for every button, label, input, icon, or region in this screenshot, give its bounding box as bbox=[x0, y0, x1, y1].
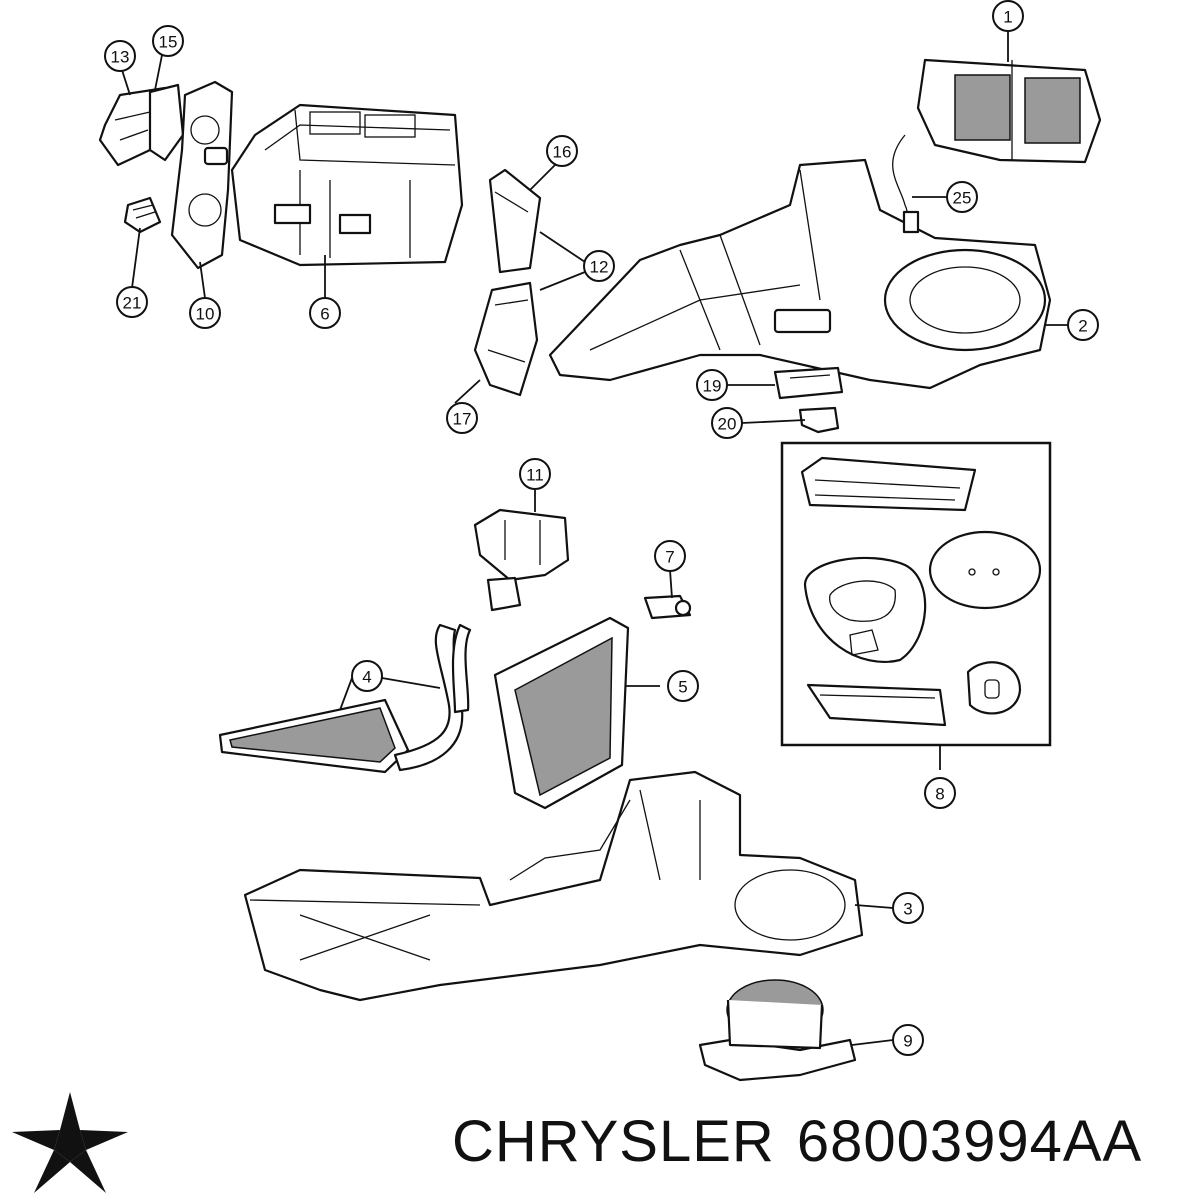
duct-part-16 bbox=[488, 168, 542, 274]
callout-6: 6 bbox=[309, 297, 341, 329]
svg-text:3: 3 bbox=[903, 900, 912, 919]
svg-text:2: 2 bbox=[1078, 317, 1087, 336]
rear-hvac-housing-part-2 bbox=[548, 158, 1052, 390]
callout-21: 21 bbox=[116, 286, 148, 318]
heater-core-part-4 bbox=[218, 623, 472, 774]
leader-lines bbox=[121, 30, 1068, 1046]
actuator-part-11 bbox=[473, 508, 570, 612]
svg-text:12: 12 bbox=[590, 258, 609, 277]
svg-text:9: 9 bbox=[903, 1032, 912, 1051]
svg-text:25: 25 bbox=[953, 189, 972, 208]
svg-text:13: 13 bbox=[111, 48, 130, 67]
svg-text:19: 19 bbox=[703, 377, 722, 396]
callout-10: 10 bbox=[189, 297, 221, 329]
resistor-part-19 bbox=[773, 366, 844, 400]
evaporator-part-5 bbox=[493, 616, 630, 810]
callout-15: 15 bbox=[152, 25, 184, 57]
callout-1: 1 bbox=[992, 0, 1024, 32]
bracket-part-15 bbox=[148, 83, 185, 162]
svg-text:4: 4 bbox=[362, 668, 371, 687]
hvac-housing-part-6 bbox=[230, 103, 464, 267]
callout-13: 13 bbox=[104, 40, 136, 72]
svg-text:10: 10 bbox=[196, 305, 215, 324]
actuator-plate-part-10 bbox=[170, 80, 234, 270]
callout-7: 7 bbox=[654, 540, 686, 572]
callout-19: 19 bbox=[696, 369, 728, 401]
connector-part-20 bbox=[798, 406, 840, 434]
callout-17: 17 bbox=[446, 402, 478, 434]
svg-text:20: 20 bbox=[718, 415, 737, 434]
callout-4: 4 bbox=[351, 660, 383, 692]
svg-text:5: 5 bbox=[678, 678, 687, 697]
callout-5: 5 bbox=[667, 670, 699, 702]
blower-motor-part-9 bbox=[698, 979, 857, 1082]
callout-25: 25 bbox=[946, 181, 978, 213]
callout-8: 8 bbox=[924, 777, 956, 809]
sensor-wire-part-25 bbox=[892, 134, 920, 234]
svg-text:11: 11 bbox=[526, 466, 544, 485]
svg-text:8: 8 bbox=[935, 785, 944, 804]
duct-part-17 bbox=[473, 281, 539, 397]
part-number: 68003994AA bbox=[796, 1109, 1143, 1174]
seal-kit-part-8 bbox=[780, 441, 1052, 747]
connector-part-21 bbox=[123, 196, 162, 234]
callout-3: 3 bbox=[892, 892, 924, 924]
svg-text:21: 21 bbox=[123, 294, 142, 313]
svg-text:15: 15 bbox=[159, 33, 178, 52]
svg-text:7: 7 bbox=[665, 548, 674, 567]
callout-11: 11 bbox=[519, 458, 551, 490]
callout-9: 9 bbox=[892, 1024, 924, 1056]
air-inlet-part-1 bbox=[916, 58, 1102, 164]
brand-name: CHRYSLER bbox=[452, 1109, 775, 1174]
sensor-part-7 bbox=[643, 594, 692, 620]
callout-16: 16 bbox=[546, 135, 578, 167]
callout-12: 12 bbox=[583, 250, 615, 282]
svg-text:1: 1 bbox=[1003, 8, 1012, 27]
svg-text:6: 6 bbox=[320, 305, 329, 324]
lower-housing-part-3 bbox=[243, 770, 864, 1002]
chrysler-pentastar-icon bbox=[12, 1092, 128, 1193]
callout-20: 20 bbox=[711, 407, 743, 439]
svg-text:16: 16 bbox=[553, 143, 572, 162]
brand-part-number: CHRYSLER 68003994AA bbox=[452, 1108, 1192, 1175]
callout-2: 2 bbox=[1067, 309, 1099, 341]
svg-text:17: 17 bbox=[453, 410, 472, 429]
